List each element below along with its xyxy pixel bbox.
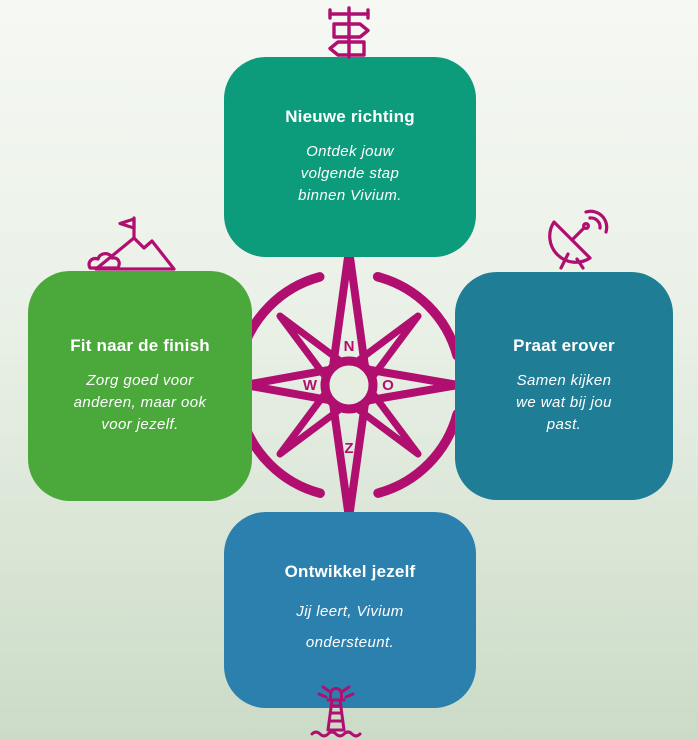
lighthouse-icon	[310, 685, 362, 738]
satellite-dish-icon	[548, 209, 609, 270]
card-praat-erover: Praat erover Samen kijken we wat bij jou…	[455, 272, 673, 500]
compass-letter-west: W	[303, 377, 318, 394]
compass-spike-southwest	[276, 379, 355, 458]
card-body: Samen kijken we wat bij jou past.	[516, 372, 612, 433]
card-title: Fit naar de finish	[70, 336, 210, 356]
card-title: Ontwikkel jezelf	[284, 561, 416, 581]
compass-letter-south: Z	[344, 440, 353, 457]
compass-spike-northwest	[276, 312, 355, 391]
compass-letter-east: O	[382, 377, 394, 394]
card-ontwikkel-jezelf: Ontwikkel jezelf Jij leert, Vivium onder…	[224, 512, 476, 708]
compass-spike-northeast	[343, 312, 422, 391]
signpost-icon	[328, 6, 370, 59]
card-nieuwe-richting: Nieuwe richting Ontdek jouw volgende sta…	[224, 57, 476, 257]
compass-ring	[320, 356, 378, 414]
card-body: Ontdek jouw volgende stap binnen Vivium.	[298, 143, 402, 204]
compass-spike-southeast	[343, 379, 422, 458]
card-body: Zorg goed voor anderen, maar ook voor je…	[73, 372, 207, 433]
card-title: Praat erover	[513, 336, 615, 356]
mountain-flag-icon	[87, 216, 176, 271]
card-body: Jij leert, Vivium ondersteunt.	[296, 602, 404, 652]
compass-letter-north: N	[344, 338, 355, 355]
card-title: Nieuwe richting	[285, 107, 415, 127]
card-fit-naar-de-finish: Fit naar de finish Zorg goed voor andere…	[28, 271, 252, 501]
